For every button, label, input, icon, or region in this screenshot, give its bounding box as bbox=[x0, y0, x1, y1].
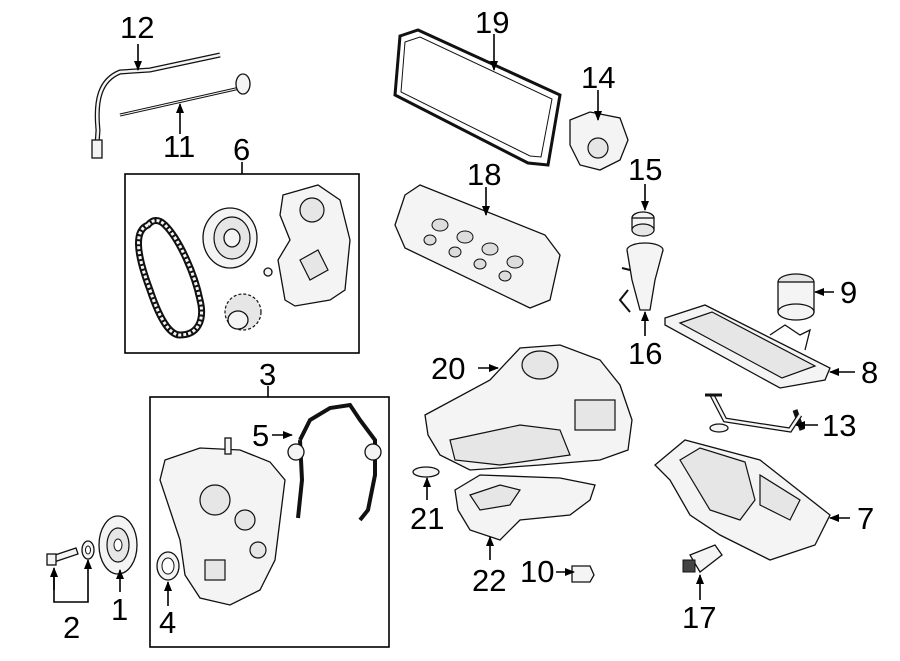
oil-pump-part bbox=[569, 111, 629, 171]
dipstick-tube-part bbox=[91, 52, 221, 159]
sensor-part bbox=[571, 565, 595, 583]
callout-14: 14 bbox=[581, 60, 615, 95]
timing-chain-part bbox=[135, 217, 206, 339]
drain-plug-part bbox=[682, 544, 723, 573]
callout-13: 13 bbox=[822, 408, 856, 443]
valve-cover-part bbox=[394, 184, 561, 309]
callout-19: 19 bbox=[475, 5, 509, 40]
oil-pan-part bbox=[654, 439, 831, 561]
crank-damper-part bbox=[98, 515, 138, 575]
callout-2: 2 bbox=[63, 610, 80, 645]
callout-1: 1 bbox=[111, 592, 128, 627]
callout-6: 6 bbox=[233, 132, 250, 167]
oil-filter-part bbox=[777, 273, 815, 321]
callout-3: 3 bbox=[259, 357, 276, 392]
intake-manifold-part bbox=[424, 344, 633, 471]
front-crank-seal-part bbox=[156, 551, 180, 581]
callout-16: 16 bbox=[628, 336, 662, 371]
callout-22: 22 bbox=[472, 563, 506, 598]
timing-cover-group-box bbox=[149, 396, 390, 648]
callout-7: 7 bbox=[857, 501, 874, 536]
callout-12: 12 bbox=[120, 10, 154, 45]
damper-bolt-part bbox=[46, 547, 79, 566]
callout-15: 15 bbox=[628, 152, 662, 187]
callout-5: 5 bbox=[252, 418, 269, 453]
crank-sprocket-part bbox=[224, 293, 262, 331]
callout-10: 10 bbox=[520, 554, 554, 589]
oil-filler-tube-part bbox=[618, 242, 664, 313]
cam-sprocket-part bbox=[202, 207, 258, 269]
callout-labels: 12 11 6 3 5 4 1 2 19 14 18 15 16 9 8 20 … bbox=[63, 5, 878, 645]
intake-gasket-part bbox=[412, 466, 440, 478]
windage-tray-part bbox=[664, 304, 831, 389]
callout-18: 18 bbox=[467, 157, 501, 192]
timing-cover-part bbox=[159, 437, 286, 606]
callout-8: 8 bbox=[861, 355, 878, 390]
leader-lines bbox=[50, 34, 855, 606]
dipstick-part bbox=[119, 73, 251, 117]
valve-cover-gasket-part bbox=[393, 28, 562, 167]
callout-21: 21 bbox=[410, 501, 444, 536]
oil-filler-cap-part bbox=[631, 211, 655, 237]
chain-guide-plate-part bbox=[263, 184, 351, 307]
callout-20: 20 bbox=[431, 351, 465, 386]
damper-washer-part bbox=[81, 540, 95, 560]
callout-17: 17 bbox=[682, 600, 716, 635]
callout-4: 4 bbox=[159, 605, 176, 640]
timing-cover-gasket-part bbox=[287, 402, 382, 522]
oil-pickup-tube-part bbox=[705, 393, 805, 433]
callout-9: 9 bbox=[840, 275, 857, 310]
intake-plenum-part bbox=[454, 474, 596, 541]
callout-11: 11 bbox=[163, 129, 195, 164]
